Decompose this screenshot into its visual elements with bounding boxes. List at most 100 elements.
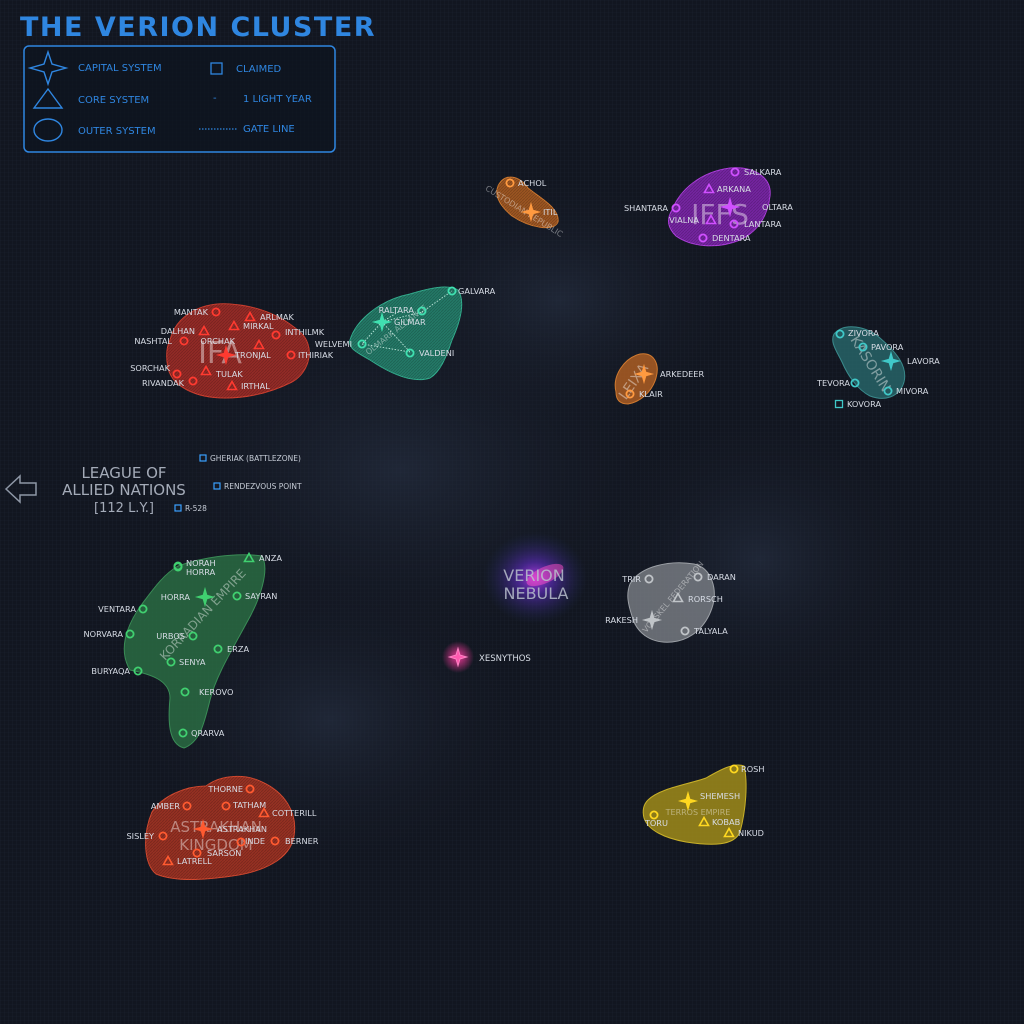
star-system-inthilmk[interactable]: INTHILMK	[271, 327, 325, 340]
star-system-oltara[interactable]: OLTARA	[719, 196, 793, 218]
capital-system-icon	[27, 49, 69, 87]
territory-korradian	[123, 554, 266, 749]
star-system-salkara[interactable]: SALKARA	[730, 167, 782, 177]
outer-system-icon	[680, 626, 690, 636]
star-system-thorne[interactable]: THORNE	[207, 784, 255, 794]
star-system-rosh[interactable]: ROSH	[729, 764, 765, 774]
system-label: WELVEMI	[315, 339, 352, 349]
star-system-latrell[interactable]: LATRELL	[162, 854, 213, 866]
star-system-tronjal[interactable]: TRONJAL	[215, 344, 271, 366]
star-system-itil[interactable]: ITIL	[520, 201, 558, 223]
star-system-dalhan[interactable]: DALHAN	[161, 324, 210, 336]
outer-system-icon	[211, 307, 221, 317]
star-system-qrarva[interactable]: QRARVA	[178, 728, 225, 738]
star-system-vialna[interactable]: VIALNA	[669, 213, 717, 225]
system-label: TATHAM	[232, 800, 266, 810]
claimed-marker[interactable]	[199, 454, 207, 462]
star-system-mivora[interactable]: MIVORA	[883, 386, 929, 396]
star-system-raltara[interactable]: RALTARA	[379, 305, 427, 316]
star-system-ithiriak[interactable]: ITHIRIAK	[286, 350, 334, 360]
star-system-toru[interactable]: TORU	[644, 810, 668, 828]
system-label: PAVORA	[871, 342, 904, 352]
outer-system-icon	[693, 572, 703, 582]
star-system-trir[interactable]: TRIR	[621, 574, 654, 584]
star-system-nikud[interactable]: NIKUD	[723, 826, 765, 838]
outer-system-icon	[188, 631, 198, 641]
outer-system-icon	[213, 644, 223, 654]
star-system-achol[interactable]: ACHOL	[505, 178, 547, 188]
star-system-senya[interactable]: SENYA	[166, 657, 206, 667]
star-system-talyala[interactable]: TALYALA	[680, 626, 728, 636]
star-system-cotterill[interactable]: COTTERILL	[258, 806, 317, 818]
core-system-icon	[226, 379, 238, 391]
star-system-kobab[interactable]: KOBAB	[698, 815, 741, 827]
star-system-valdeni[interactable]: VALDENI	[405, 348, 454, 358]
star-system-lantara[interactable]: LANTARA	[729, 219, 782, 229]
capital-system-icon	[677, 790, 699, 812]
system-label: COTTERILL	[272, 808, 317, 818]
star-system-amber[interactable]: AMBER	[151, 801, 192, 811]
star-system-rorsch[interactable]: RORSCH	[672, 591, 723, 605]
star-system-lavora[interactable]: LAVORA	[880, 350, 940, 372]
system-label: RIVANDAK	[142, 378, 185, 388]
legend-core-label: CORE SYSTEM	[78, 95, 149, 106]
star-system-inde[interactable]: INDE	[236, 836, 265, 847]
star-system-arkana[interactable]: ARKANA	[703, 182, 752, 194]
core-system-icon	[243, 551, 255, 563]
star-system-ventara[interactable]: VENTARA	[98, 604, 148, 614]
star-system-irthal[interactable]: IRTHAL	[226, 379, 271, 391]
star-system-sayran[interactable]: SAYRAN	[232, 591, 277, 601]
star-system-klair[interactable]: KLAIR	[625, 389, 663, 399]
system-label: HORRA	[186, 567, 216, 577]
star-system-berner[interactable]: BERNER	[270, 836, 319, 846]
system-label: ARLMAK	[260, 312, 295, 322]
star-system-zivora[interactable]: ZIVORA	[835, 328, 879, 339]
star-system-nashtal[interactable]: NASHTAL	[134, 336, 189, 346]
star-system-orchak[interactable]: ORCHAK	[200, 336, 265, 350]
star-system-buryaqa[interactable]: BURYAQA	[91, 666, 143, 676]
star-system-urbos[interactable]: URBOS	[156, 631, 198, 641]
star-system-astrakhan[interactable]: ASTRAKHAN	[192, 818, 267, 840]
system-label: VENTARA	[98, 604, 136, 614]
star-system-galvara[interactable]: GALVARA	[447, 286, 496, 296]
system-label: ARKANA	[717, 184, 751, 194]
star-system-arlmak[interactable]: ARLMAK	[244, 310, 295, 322]
star-system-rivandak[interactable]: RIVANDAK	[142, 376, 198, 388]
star-system-sorchak[interactable]: SORCHAK	[130, 363, 182, 379]
capital-system-icon	[194, 586, 216, 608]
rendezvous-label: RENDEZVOUS POINT	[224, 482, 302, 491]
claimed-marker[interactable]	[213, 482, 221, 490]
star-system-kovora[interactable]: KOVORA	[834, 399, 882, 409]
star-system-tulak[interactable]: TULAK	[200, 364, 244, 380]
claimed-marker[interactable]	[174, 504, 182, 512]
star-system-dentara[interactable]: DENTARA	[698, 233, 751, 243]
star-system-erza[interactable]: ERZA	[213, 644, 249, 654]
outer-system-icon	[447, 286, 457, 296]
system-label: ZIVORA	[848, 328, 879, 338]
star-system-horra-n[interactable]: HORRA	[173, 562, 216, 577]
star-system-norvara[interactable]: NORVARA	[84, 629, 135, 639]
star-system-anza[interactable]: ANZA	[243, 551, 283, 563]
system-label: RALTARA	[379, 305, 415, 315]
capital-system-icon	[880, 350, 902, 372]
star-system-rakesh[interactable]: RAKESH	[605, 609, 663, 631]
core-system-icon	[698, 815, 710, 827]
star-system-mirkal[interactable]: MIRKAL	[228, 319, 274, 331]
star-system-welvemi[interactable]: WELVEMI	[315, 339, 367, 349]
star-system-mantak[interactable]: MANTAK	[174, 307, 221, 317]
xesnythos-system[interactable]: XESNYTHOS	[442, 641, 531, 673]
star-system-gilmar[interactable]: GILMAR	[371, 311, 426, 333]
star-system-sisley[interactable]: SISLEY	[126, 831, 168, 841]
star-system-shantara[interactable]: SHANTARA	[624, 203, 681, 213]
star-system-horra[interactable]: HORRA	[161, 586, 216, 608]
star-system-pavora[interactable]: PAVORA	[858, 342, 904, 352]
capital-system-icon	[447, 646, 469, 668]
star-system-kerovo[interactable]: KEROVO	[180, 687, 233, 697]
star-system-sarson[interactable]: SARSON	[192, 848, 241, 858]
star-system-tevora[interactable]: TEVORA	[816, 378, 860, 388]
star-system-daran[interactable]: DARAN	[693, 572, 736, 582]
star-system-tatham[interactable]: TATHAM	[221, 800, 266, 811]
star-system-arkedeer[interactable]: ARKEDEER	[633, 363, 704, 385]
star-system-shemesh[interactable]: SHEMESH	[677, 790, 740, 812]
gheriak-label: GHERIAK (BATTLEZONE)	[210, 454, 301, 463]
